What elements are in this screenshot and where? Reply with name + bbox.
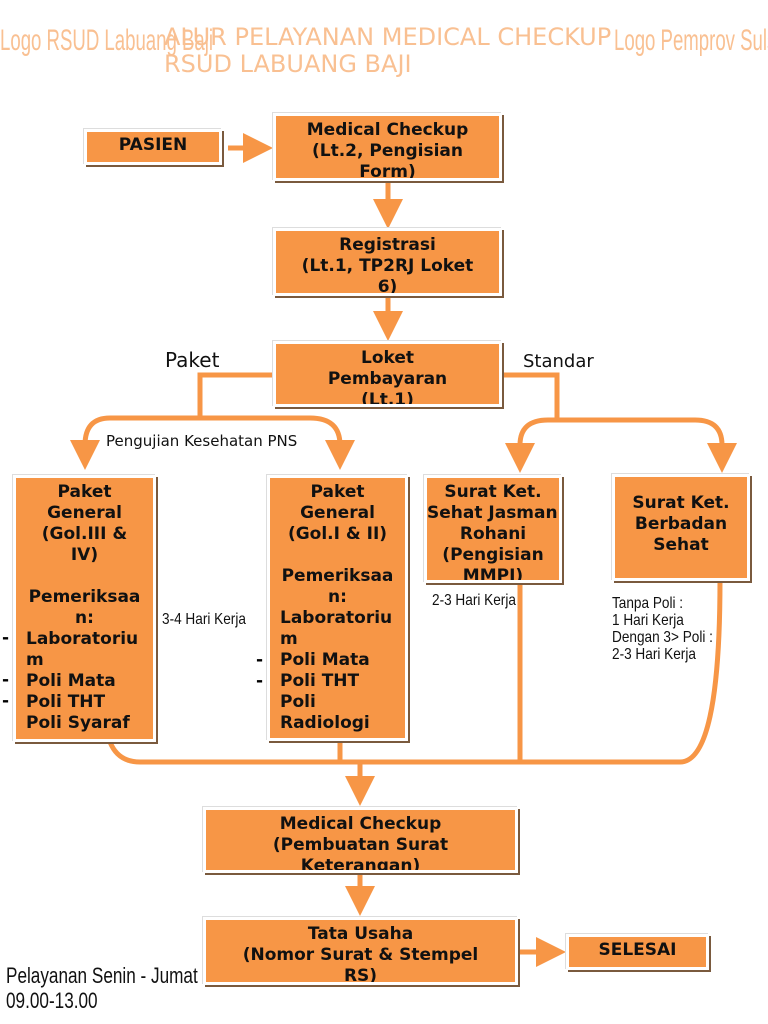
title-line-1: ALUR PELAYANAN MEDICAL CHECKUP (164, 23, 612, 51)
bullet-dash: - (2, 691, 10, 711)
node-text: Pembayaran (327, 369, 448, 389)
jadwal-line: Pelayanan Senin - Jumat (6, 963, 198, 988)
connector-surat1 (505, 417, 557, 473)
connector-standar (502, 372, 560, 420)
node-text: IV) (70, 545, 99, 565)
node-text: (Gol.III & (41, 524, 128, 544)
node-text: Tata Usaha (307, 924, 414, 944)
item-text: m (26, 650, 44, 670)
node-text: 6) (377, 277, 398, 296)
label-2-3-hari: 2-3 Hari Kerja (432, 592, 516, 609)
node-text: RS) (343, 966, 378, 985)
item-text: Poli Syaraf (26, 713, 130, 733)
title-line-2: RSUD LABUANG BAJI (164, 50, 412, 78)
node-text: Berbadan (634, 514, 728, 534)
logo-right-placeholder: Logo Pemprov Sulsel (614, 24, 768, 58)
node-text: Medical Checkup (306, 120, 469, 140)
node-text: (Lt.2, Pengisian (312, 141, 463, 161)
label-standar: Standar (523, 351, 594, 372)
node-text: Paket (310, 482, 365, 502)
node-text: Loket (360, 348, 415, 368)
item-text: Poli Mata (26, 671, 116, 691)
logo-right-text: Logo Pemprov Sulsel (614, 24, 768, 57)
node-text: PASIEN (118, 135, 188, 155)
node-text: General (300, 503, 375, 523)
node-text: Keterangan) (300, 856, 421, 873)
item-text: Laboratoriu (26, 629, 139, 649)
item-text: Poli (280, 692, 316, 712)
connector-merge (107, 579, 723, 765)
node-text: (Lt.1) (361, 390, 414, 407)
bullet-dash: - (256, 671, 264, 691)
node-text: MMPI) (462, 566, 524, 583)
jadwal-line: 09.00-13.00 (6, 988, 98, 1013)
node-text: n: (328, 587, 347, 607)
node-text: Surat Ket. (632, 493, 730, 513)
node-text: Registrasi (339, 235, 436, 255)
node-text: Rohani (459, 524, 527, 544)
logo-left-placeholder: Logo RSUD Labuang Baji (0, 24, 344, 58)
node-text: Pemeriksaa (28, 587, 141, 607)
node-text: Pemeriksaa (281, 566, 394, 586)
label-pns: Pengujian Kesehatan PNS (106, 432, 298, 450)
bullet-dash: - (2, 670, 10, 690)
label-3-4-hari: 3-4 Hari Kerja (162, 611, 246, 628)
connector-paket (70, 372, 273, 470)
item-text: Radiologi (280, 713, 370, 733)
item-text: m (280, 629, 298, 649)
note-line: 1 Hari Kerja (612, 612, 684, 629)
node-text: General (47, 503, 122, 523)
node-text: (Gol.I & II) (287, 524, 388, 544)
node-text: Medical Checkup (279, 814, 442, 834)
connector-surat2 (557, 417, 737, 473)
note-line: Dengan 3> Poli : (612, 629, 713, 646)
node-text: Sehat (653, 535, 709, 555)
item-text: Poli THT (280, 671, 360, 691)
node-text: Sehat Jasmani (427, 503, 562, 523)
node-text: (Lt.1, TP2RJ Loket (301, 256, 474, 276)
node-text: n: (75, 608, 94, 628)
bullet-dash: - (256, 650, 264, 670)
node-text: (Pembuatan Surat (272, 835, 449, 855)
node-text: Paket (57, 482, 112, 502)
node-text: (Nomor Surat & Stempel (242, 945, 479, 965)
note-line: Tanpa Poli : (612, 595, 684, 612)
item-text: Poli Mata (280, 650, 370, 670)
item-text: Poli THT (26, 692, 106, 712)
node-selesai: SELESAI (566, 934, 709, 970)
item-text: Laboratoriu (280, 608, 393, 628)
node-pasien: PASIEN (84, 129, 222, 165)
bullet-dash: - (2, 628, 10, 648)
node-text: Form) (359, 162, 416, 181)
node-text: (Pengisian (442, 545, 544, 565)
connector-paket-right (200, 415, 355, 470)
label-paket: Paket (165, 348, 220, 372)
node-text: SELESAI (598, 940, 677, 960)
logo-left-text: Logo RSUD Labuang Baji (0, 24, 214, 57)
page-title: ALUR PELAYANAN MEDICAL CHECKUP RSUD LABU… (164, 24, 611, 78)
note-line: 2-3 Hari Kerja (612, 646, 696, 663)
node-text: Surat Ket. (444, 482, 542, 502)
